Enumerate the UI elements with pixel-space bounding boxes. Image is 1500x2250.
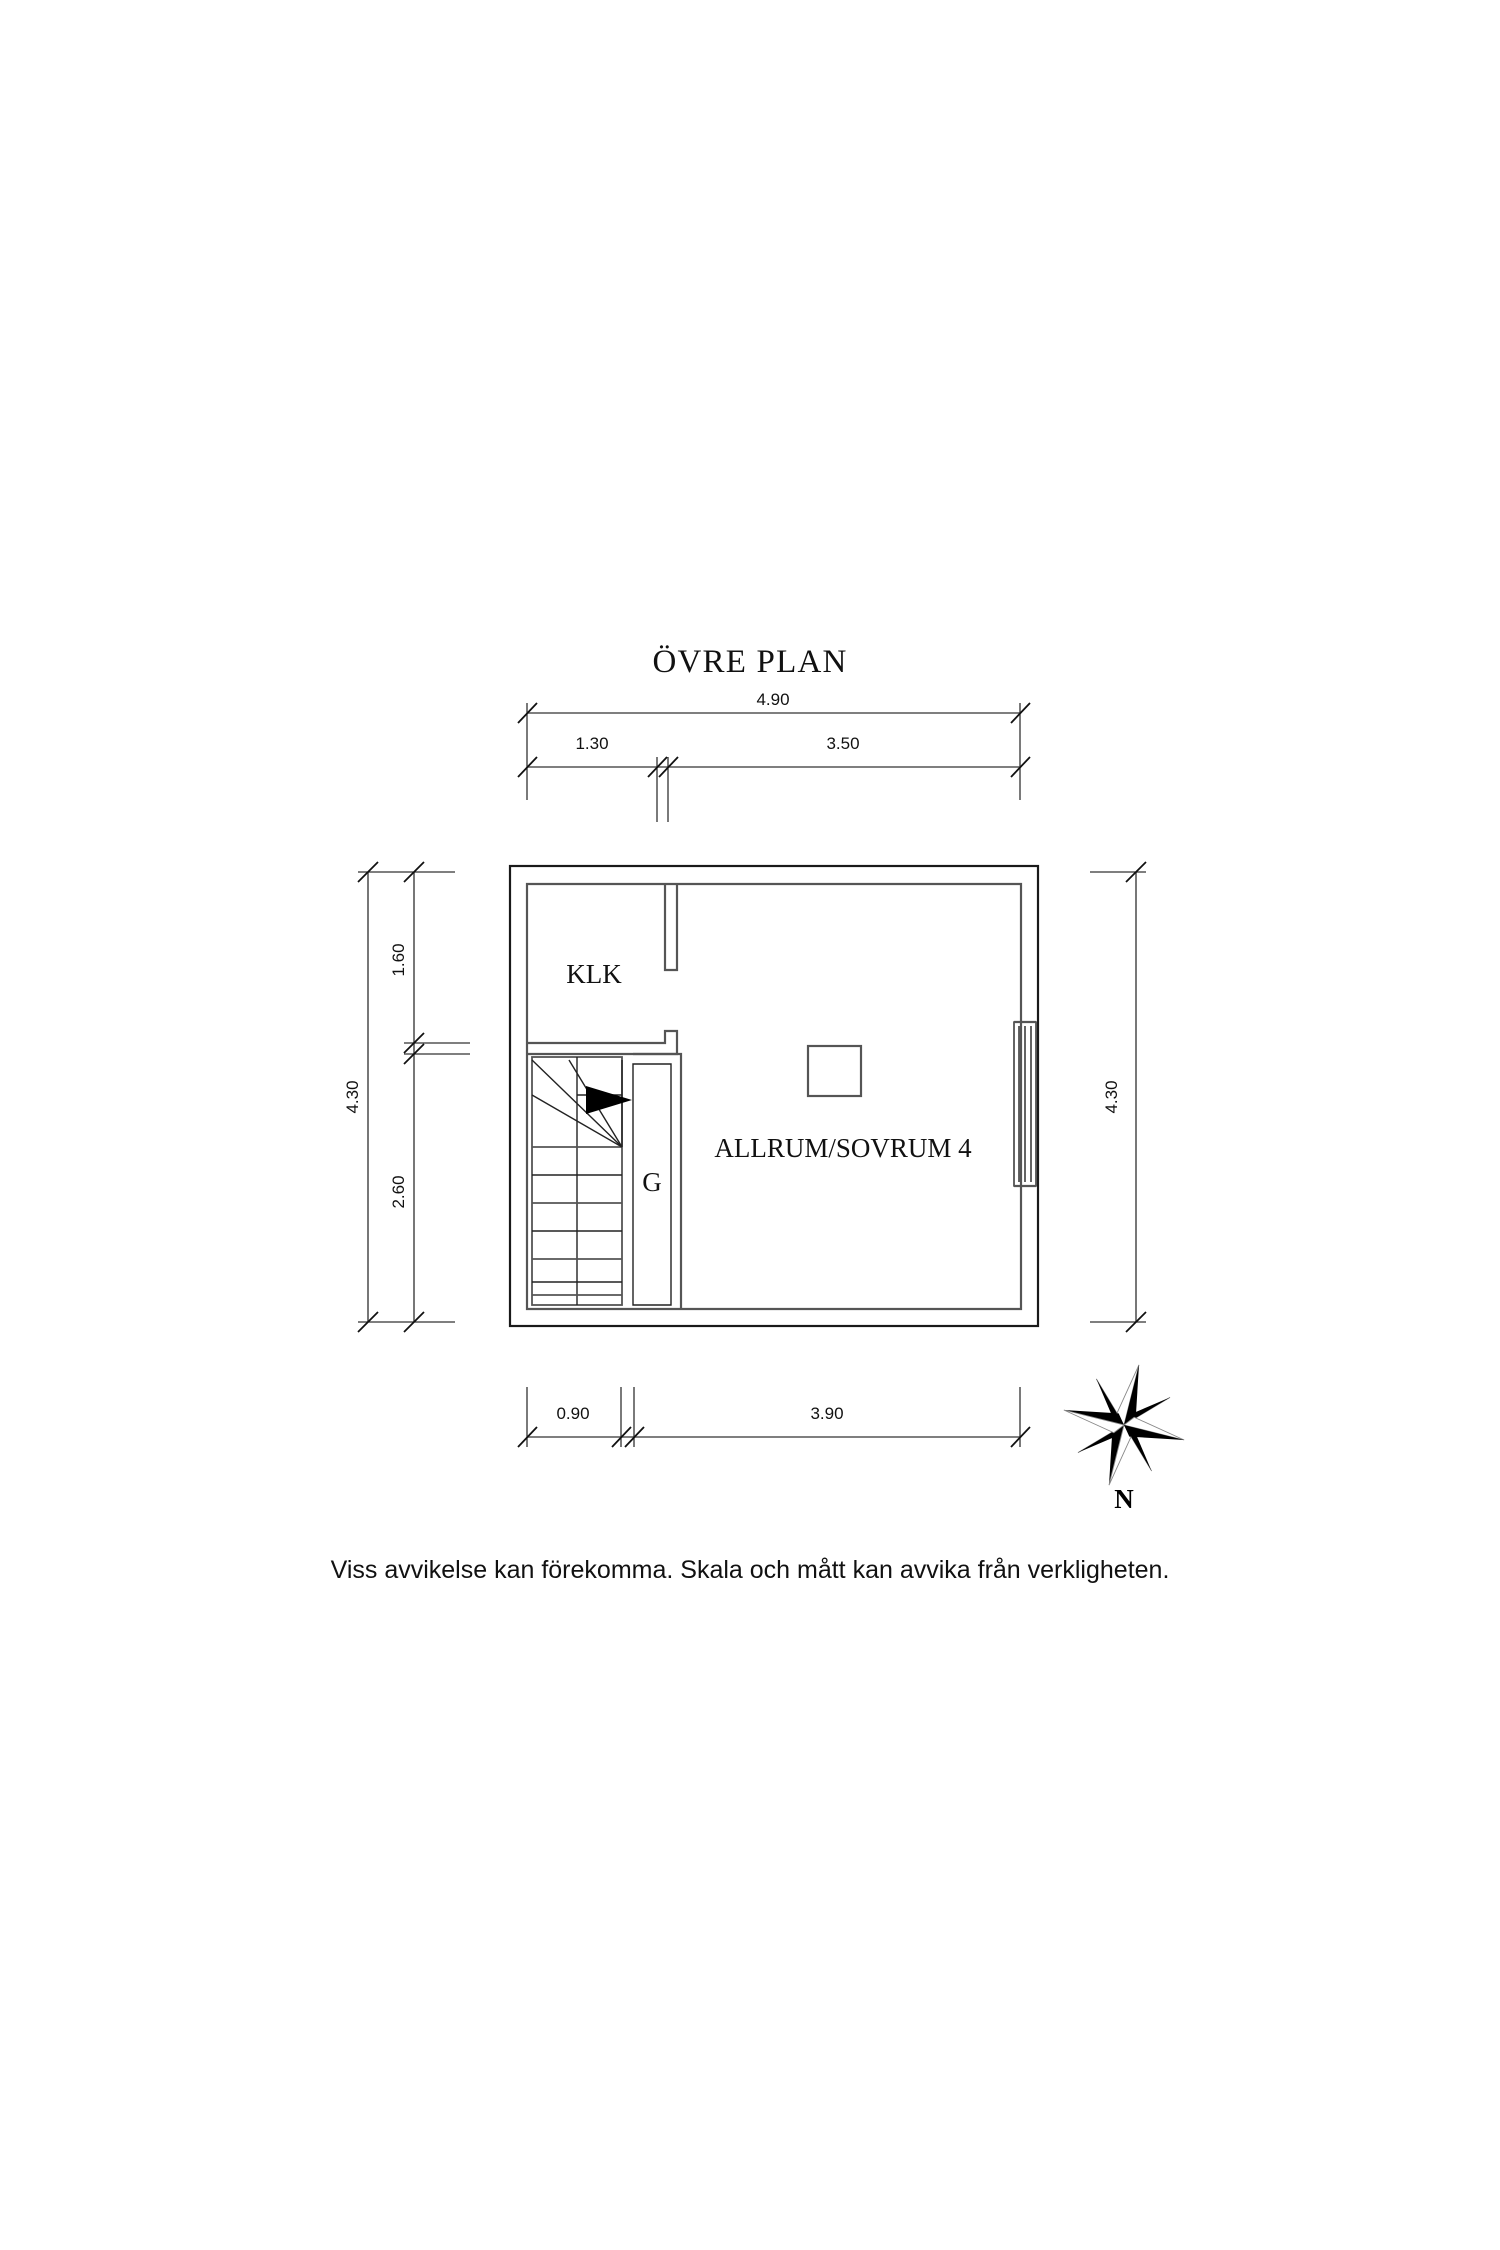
- dimension-top-right-label: 3.50: [826, 734, 859, 753]
- staircase: [531, 1056, 632, 1306]
- stair-direction-arrow: [586, 1086, 632, 1114]
- closet-g: [632, 1052, 683, 1309]
- dimension-top-left-label: 1.30: [575, 734, 608, 753]
- disclaimer-caption: Viss avvikelse kan förekomma. Skala och …: [331, 1556, 1170, 1584]
- room-label-allrum-sovrum-4: ALLRUM/SOVRUM 4: [714, 1133, 972, 1163]
- window-east: [1013, 1020, 1037, 1188]
- dimension-top-overall: 4.90: [517, 690, 1031, 800]
- dimension-bottom-right-label: 3.90: [810, 1404, 843, 1423]
- dimension-bottom-segments: 0.90 3.90: [517, 1387, 1031, 1448]
- chimney-column: [806, 1044, 863, 1098]
- compass-north-label: N: [1114, 1484, 1134, 1514]
- dimension-left-lower-label: 2.60: [389, 1175, 408, 1208]
- dimension-top-segments: 1.30 3.50: [517, 734, 1031, 822]
- dimension-top-overall-label: 4.90: [756, 690, 789, 709]
- exterior-wall-outer: [508, 864, 1040, 1328]
- dimension-right-overall: 4.30: [1090, 861, 1147, 1333]
- dimension-left-segments: 1.60 2.60: [389, 861, 470, 1333]
- room-label-g: G: [642, 1167, 662, 1197]
- dimension-bottom-left-label: 0.90: [556, 1404, 589, 1423]
- page-title: ÖVRE PLAN: [652, 644, 847, 680]
- room-label-klk: KLK: [566, 959, 622, 989]
- dimension-left-upper-label: 1.60: [389, 943, 408, 976]
- exterior-wall-inner: [525, 882, 1023, 1311]
- dimension-left-overall-label: 4.30: [343, 1080, 362, 1113]
- compass-rose-icon: [1063, 1364, 1185, 1486]
- dimension-left-overall: 4.30: [343, 861, 455, 1333]
- dimension-right-overall-label: 4.30: [1102, 1080, 1121, 1113]
